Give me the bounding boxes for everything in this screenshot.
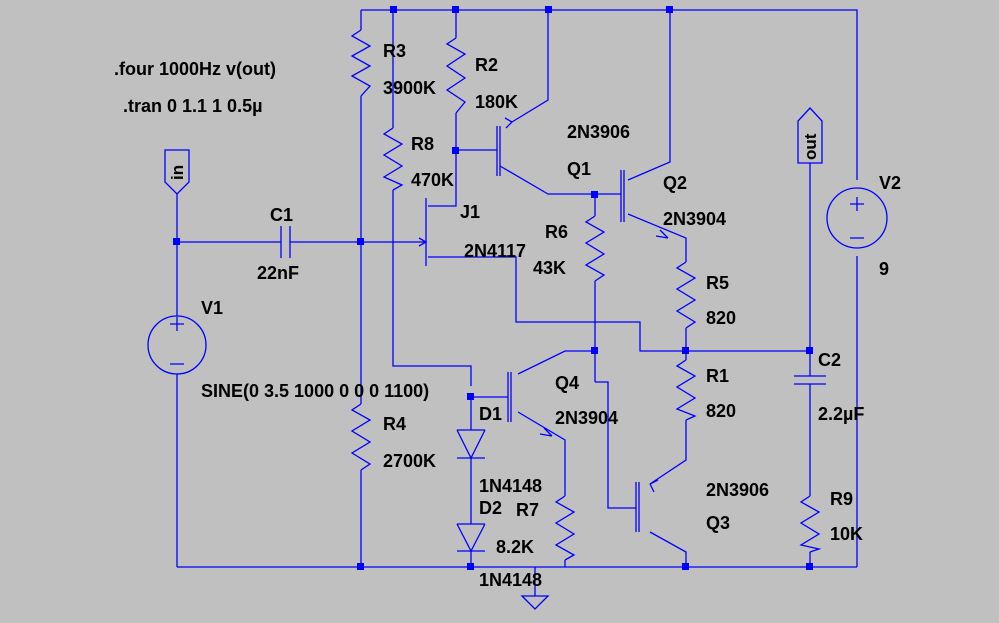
jfet-j1: [413, 198, 428, 266]
resistor-r8: [382, 127, 404, 191]
v1-ref: V1: [201, 298, 223, 318]
r8-ref: R8: [411, 134, 434, 154]
resistor-r9: [799, 495, 822, 553]
directive-tran: .tran 0 1.1 1 0.5µ: [123, 96, 262, 116]
transistor-q1: [496, 117, 513, 176]
port-in-label: in: [168, 165, 187, 180]
q2-value: 2N3904: [663, 209, 726, 229]
voltage-source-v2: [826, 187, 888, 249]
transistor-q2: [620, 170, 669, 239]
v2-ref: V2: [879, 173, 901, 193]
voltage-source-v1: [147, 315, 207, 375]
diode-d1: [456, 429, 486, 460]
diode-d2: [456, 523, 486, 553]
r2-value: 180K: [475, 92, 518, 112]
c2-ref: C2: [818, 350, 841, 370]
r7-ref: R7: [516, 500, 539, 520]
capacitor-c1: [280, 226, 291, 258]
resistor-r2: [445, 37, 467, 114]
transistor-q3: [635, 479, 659, 532]
r8-value: 470K: [411, 170, 454, 190]
c1-value: 22nF: [257, 263, 299, 283]
r3-ref: R3: [383, 41, 406, 61]
r1-ref: R1: [706, 366, 729, 386]
r5-ref: R5: [706, 273, 729, 293]
q2-ref: Q2: [663, 173, 687, 193]
r1-value: 820: [706, 401, 736, 421]
resistor-r4: [350, 403, 372, 471]
v2-value: 9: [879, 259, 889, 279]
r5-value: 820: [706, 308, 736, 328]
q4-ref: Q4: [555, 373, 579, 393]
r6-ref: R6: [545, 222, 568, 242]
port-in: in: [164, 149, 190, 195]
r7-value: 8.2K: [496, 537, 534, 557]
resistor-r5: [675, 261, 697, 329]
q3-value: 2N3906: [706, 480, 769, 500]
j1-value: 2N4117: [464, 241, 526, 261]
d1-ref: D1: [479, 404, 502, 424]
v1-value: SINE(0 3.5 1000 0 0 0 1100): [201, 381, 429, 401]
j1-ref: J1: [460, 202, 480, 222]
r9-value: 10K: [830, 524, 863, 544]
q4-value: 2N3904: [555, 408, 618, 428]
r3-value: 3900K: [383, 78, 436, 98]
r4-ref: R4: [383, 414, 406, 434]
d2-ref: D2: [479, 498, 502, 518]
port-out-label: out: [801, 133, 820, 160]
wires: [176, 9, 858, 610]
q1-ref: Q1: [567, 159, 591, 179]
d1-value: 1N4148: [479, 476, 542, 496]
c2-value: 2.2µF: [818, 404, 864, 424]
r4-value: 2700K: [383, 451, 436, 471]
d2-value: 1N4148: [479, 570, 542, 590]
q3-ref: Q3: [706, 513, 730, 533]
port-out: out: [797, 107, 823, 164]
r6-value: 43K: [533, 258, 566, 278]
resistor-r3: [350, 29, 372, 97]
transistor-q4: [507, 372, 553, 437]
c1-ref: C1: [270, 205, 293, 225]
junction-dots: [173, 6, 813, 570]
resistor-r1: [675, 359, 697, 421]
resistor-r6: [584, 215, 606, 282]
r9-ref: R9: [830, 489, 853, 509]
r2-ref: R2: [475, 55, 498, 75]
capacitor-c2: [794, 375, 826, 385]
resistor-r7: [554, 495, 576, 561]
q1-value: 2N3906: [567, 122, 630, 142]
directive-four: .four 1000Hz v(out): [114, 59, 276, 79]
